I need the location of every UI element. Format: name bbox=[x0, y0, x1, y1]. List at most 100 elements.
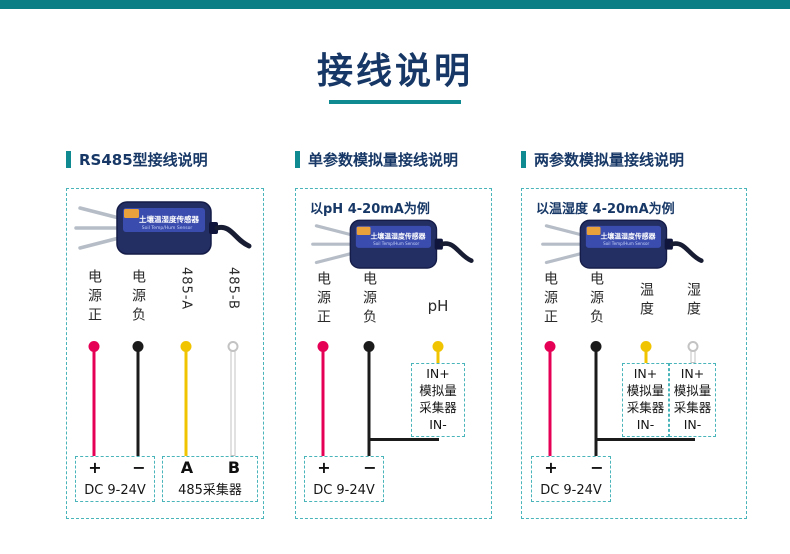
dc-power-label: DC 9-24V bbox=[313, 483, 375, 498]
analog-collector-word2: 采集器 bbox=[626, 400, 665, 416]
negative-branch-wire bbox=[368, 438, 439, 441]
collector-b-pin: B bbox=[227, 458, 241, 477]
sensor-brand-tag bbox=[124, 209, 139, 218]
temperature-signal-wire bbox=[644, 347, 648, 363]
power-positive-wire bbox=[92, 347, 96, 456]
sensor-sublabel: Soil Temp/Hum Sensor bbox=[373, 241, 419, 246]
dual-analog-panel-header: 两参数模拟量接线说明 bbox=[521, 149, 684, 169]
dc-power-label: DC 9-24V bbox=[540, 483, 602, 498]
collector-a-pin: A bbox=[180, 458, 194, 477]
dc-minus-pin: − bbox=[590, 458, 604, 477]
sensor-cable bbox=[214, 224, 252, 249]
single-analog-panel-title: 单参数模拟量接线说明 bbox=[308, 150, 459, 169]
dc-power-box: + − DC 9-24V bbox=[75, 456, 155, 502]
example-note: 以温湿度 4-20mA为例 bbox=[536, 202, 675, 217]
terminal-label-humidity: 湿度 bbox=[685, 282, 701, 320]
power-positive-wire bbox=[321, 347, 325, 456]
analog-in-minus: IN- bbox=[636, 417, 655, 433]
power-negative-wire bbox=[367, 347, 371, 456]
example-note: 以pH 4-20mA为例 bbox=[310, 202, 430, 217]
rs485-diagram-box: 土壤温湿度传感器 Soil Temp/Hum Sensor 电源正 电源负 48… bbox=[66, 188, 264, 519]
analog-collector-box: IN+ 模拟量 采集器 IN- bbox=[411, 363, 465, 437]
power-positive-wire bbox=[548, 347, 552, 456]
dual-analog-panel-title: 两参数模拟量接线说明 bbox=[534, 150, 685, 169]
sensor-brand-tag bbox=[356, 226, 371, 235]
sensor-probe-icon bbox=[544, 224, 584, 237]
terminal-label-485b: 485-B bbox=[225, 267, 241, 310]
analog-in-minus: IN- bbox=[429, 417, 447, 433]
dc-power-box: + − DC 9-24V bbox=[304, 456, 384, 502]
sensor-label: 土壤温湿度传感器 bbox=[601, 232, 656, 241]
power-positive-node bbox=[544, 341, 556, 352]
single-analog-diagram-box: 以pH 4-20mA为例 土壤温湿度传感器 Soil Temp/Hum Sens… bbox=[295, 188, 492, 519]
power-negative-wire bbox=[136, 347, 140, 456]
header-accent-bar bbox=[295, 150, 300, 168]
terminal-label-power-negative: 电源负 bbox=[361, 271, 377, 328]
soil-sensor-image: 土壤温湿度传感器 Soil Temp/Hum Sensor bbox=[74, 201, 252, 255]
sensor-probe-icon bbox=[544, 251, 584, 265]
cable-gland bbox=[434, 238, 443, 250]
analog-in-plus: IN+ bbox=[426, 366, 450, 382]
page-title: 接线说明 bbox=[316, 51, 473, 92]
analog-collector-word2: 采集器 bbox=[419, 400, 457, 416]
title-underline bbox=[329, 100, 461, 104]
dc-plus-pin: + bbox=[88, 458, 102, 477]
soil-sensor-image: 土壤温湿度传感器 Soil Temp/Hum Sensor bbox=[311, 219, 474, 269]
power-negative-wire bbox=[594, 347, 598, 456]
power-negative-node bbox=[132, 341, 144, 352]
header-accent-bar bbox=[66, 150, 71, 168]
analog-collector-box-temperature: IN+ 模拟量 采集器 IN- bbox=[622, 363, 669, 437]
dc-plus-pin: + bbox=[544, 458, 558, 477]
collector-label: 485采集器 bbox=[178, 483, 242, 498]
terminal-label-power-negative: 电源负 bbox=[588, 271, 604, 328]
rs485-panel-title: RS485型接线说明 bbox=[79, 150, 208, 169]
rs485-panel-header: RS485型接线说明 bbox=[66, 149, 208, 169]
analog-collector-word1: 模拟量 bbox=[419, 383, 457, 399]
sensor-label: 土壤温湿度传感器 bbox=[371, 232, 426, 241]
sensor-sublabel: Soil Temp/Hum Sensor bbox=[142, 225, 193, 231]
soil-sensor-image: 土壤温湿度传感器 Soil Temp/Hum Sensor bbox=[541, 219, 704, 269]
sensor-cable bbox=[669, 241, 704, 263]
rs485-collector-box: A B 485采集器 bbox=[162, 456, 258, 502]
analog-in-minus: IN- bbox=[683, 417, 702, 433]
analog-collector-word1: 模拟量 bbox=[673, 383, 712, 399]
negative-branch-wire bbox=[595, 438, 695, 441]
power-negative-node bbox=[363, 341, 375, 352]
dc-minus-pin: − bbox=[363, 458, 377, 477]
sensor-probe-icon bbox=[78, 236, 121, 250]
terminal-label-485a: 485-A bbox=[178, 267, 194, 311]
power-negative-node bbox=[590, 341, 602, 352]
sensor-probe-icon bbox=[314, 224, 354, 237]
sensor-cable bbox=[439, 241, 474, 263]
rs485-b-wire bbox=[230, 347, 236, 456]
sensor-probe-icon bbox=[78, 206, 121, 220]
terminal-label-power-positive: 电源正 bbox=[315, 271, 331, 328]
sensor-label: 土壤温湿度传感器 bbox=[139, 214, 199, 224]
analog-collector-box-humidity: IN+ 模拟量 采集器 IN- bbox=[669, 363, 716, 437]
terminal-label-temperature: 温度 bbox=[638, 282, 654, 320]
rs485-a-wire bbox=[184, 347, 188, 456]
header-accent-bar bbox=[521, 150, 526, 168]
terminal-label-power-negative: 电源负 bbox=[130, 269, 146, 326]
temperature-signal-node bbox=[640, 341, 652, 352]
dc-plus-pin: + bbox=[317, 458, 331, 477]
top-accent-bar bbox=[0, 0, 790, 9]
sensor-probe-icon bbox=[314, 251, 354, 265]
dc-power-label: DC 9-24V bbox=[84, 483, 146, 498]
analog-in-plus: IN+ bbox=[633, 366, 658, 382]
single-analog-panel-header: 单参数模拟量接线说明 bbox=[295, 149, 458, 169]
rs485-a-node bbox=[180, 341, 192, 352]
analog-signal-wire bbox=[436, 347, 440, 363]
dc-power-box: + − DC 9-24V bbox=[531, 456, 611, 502]
sensor-brand-tag bbox=[586, 226, 601, 235]
sensor-sublabel: Soil Temp/Hum Sensor bbox=[603, 241, 649, 246]
cable-gland bbox=[664, 238, 673, 250]
terminal-label-power-positive: 电源正 bbox=[542, 271, 558, 328]
dual-analog-diagram-box: 以温湿度 4-20mA为例 土壤温湿度传感器 Soil Temp/Hum Sen… bbox=[521, 188, 747, 519]
dc-minus-pin: − bbox=[132, 458, 146, 477]
humidity-signal-node bbox=[687, 341, 699, 352]
analog-in-plus: IN+ bbox=[680, 366, 705, 382]
analog-signal-node bbox=[432, 341, 444, 352]
terminal-label-power-positive: 电源正 bbox=[86, 269, 102, 326]
